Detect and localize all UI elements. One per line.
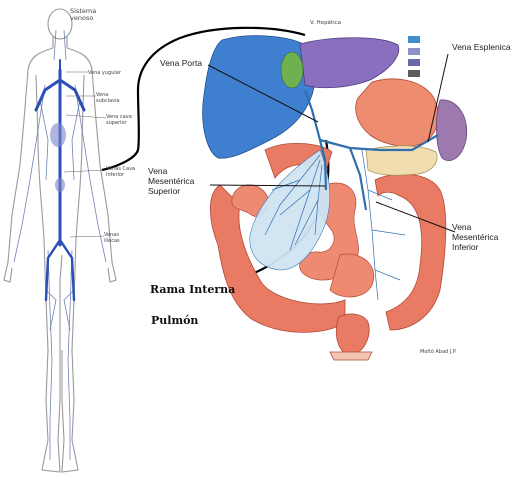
mes-inf-line-3: Inferior <box>452 242 498 252</box>
liver <box>203 36 315 159</box>
mes-sup-line-3: Superior <box>148 186 194 196</box>
stomach <box>356 79 439 146</box>
handwritten-pulmon: Pulmón <box>151 314 198 327</box>
mes-inf-line-2: Mesentérica <box>452 232 498 242</box>
body-title: Sistema venoso <box>70 8 110 22</box>
label-vena-mesenterica-inferior: Vena Mesentérica Inferior <box>452 222 498 252</box>
label-vena-subclavia: Vena subclavia <box>96 92 126 104</box>
label-vena-esplenica: Vena Esplenica <box>452 42 511 52</box>
organ-marks <box>50 123 66 192</box>
handwritten-rama-interna: Rama Interna <box>150 283 235 296</box>
mes-inf-line-1: Vena <box>452 222 498 232</box>
spleen <box>436 100 466 161</box>
credit-text: Moltó Abad J.P. <box>420 349 457 355</box>
label-v-hepatica: V. Hepática <box>310 20 341 26</box>
legend-swatch-4 <box>408 70 420 77</box>
mes-sup-line-2: Mesentérica <box>148 176 194 186</box>
label-vena-cava-superior: Vena cava superior <box>106 114 136 126</box>
mes-sup-line-1: Vena <box>148 166 194 176</box>
gallbladder <box>281 52 303 88</box>
label-vena-porta: Vena Porta <box>160 58 202 68</box>
label-venas-iliacas: Venas ilíacas <box>104 232 132 244</box>
label-venas-cava-inferior: Venas Cava Inferior <box>106 166 138 178</box>
label-vena-yugular: Vena yugular <box>88 70 121 76</box>
legend-swatch-3 <box>408 59 420 66</box>
label-vena-mesenterica-superior: Vena Mesentérica Superior <box>148 166 194 196</box>
legend-swatch-1 <box>408 36 420 43</box>
legend-swatch-2 <box>408 48 420 55</box>
